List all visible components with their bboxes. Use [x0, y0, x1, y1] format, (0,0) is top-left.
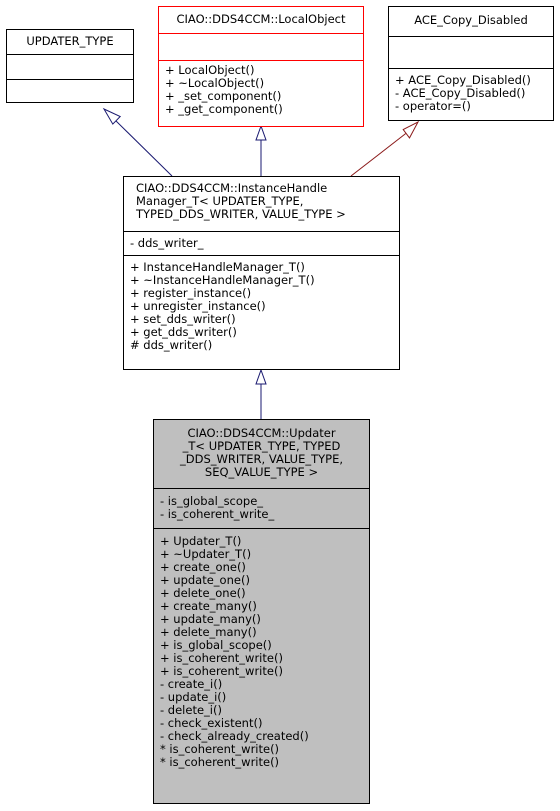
edge-line [350, 130, 410, 177]
class-title: CIAO::DDS4CCM::InstanceHandle Manager_T<… [124, 177, 399, 232]
method-item: + Updater_T() [160, 534, 242, 548]
methods-section: + InstanceHandleManager_T() + ~InstanceH… [124, 256, 399, 369]
method-item: + update_many() [160, 612, 261, 626]
method-item: + ACE_Copy_Disabled() [395, 73, 531, 87]
method-item: - check_already_created() [160, 729, 309, 743]
attributes-section [389, 37, 553, 69]
methods-section: + Updater_T() + ~Updater_T() + create_on… [154, 529, 369, 803]
method-item: - operator=() [395, 99, 471, 113]
method-item: + InstanceHandleManager_T() [130, 260, 305, 274]
edge-updater-to-ihm [255, 368, 267, 419]
methods-section: + ACE_Copy_Disabled() - ACE_Copy_Disable… [389, 69, 553, 120]
edge-ihm-to-updater-type [102, 107, 173, 177]
edge-line [112, 117, 173, 177]
method-item: - delete_i() [160, 703, 222, 717]
method-item: + is_coherent_write() [160, 664, 283, 678]
edge-ihm-to-local-object [255, 124, 267, 176]
method-item: + _set_component() [165, 89, 282, 103]
method-item: + ~LocalObject() [165, 76, 265, 90]
edge-ihm-to-ace-copy-disabled [350, 120, 420, 177]
method-item: + is_global_scope() [160, 638, 272, 652]
class-updater-type[interactable]: UPDATER_TYPE [6, 29, 134, 103]
method-item: + unregister_instance() [130, 299, 266, 313]
method-item: + set_dds_writer() [130, 312, 236, 326]
class-title: ACE_Copy_Disabled [389, 7, 553, 37]
edge-arrowhead [255, 124, 267, 141]
attribute-item: - is_coherent_write_ [160, 507, 275, 521]
method-item: + create_one() [160, 560, 246, 574]
method-item: + register_instance() [130, 286, 252, 300]
method-item: - create_i() [160, 677, 223, 691]
attributes-section: - is_global_scope_ - is_coherent_write_ [154, 489, 369, 529]
class-ace-copy-disabled[interactable]: ACE_Copy_Disabled + ACE_Copy_Disabled() … [388, 6, 554, 121]
methods-section [7, 80, 133, 102]
edge-arrowhead [402, 120, 420, 139]
attribute-item: - dds_writer_ [130, 236, 204, 250]
class-title: CIAO::DDS4CCM::LocalObject [159, 7, 363, 34]
method-item: - update_i() [160, 690, 227, 704]
class-title: UPDATER_TYPE [7, 30, 133, 55]
attribute-item: - is_global_scope_ [160, 494, 264, 508]
class-title: CIAO::DDS4CCM::Updater _T< UPDATER_TYPE,… [154, 420, 369, 489]
method-item: - ACE_Copy_Disabled() [395, 86, 526, 100]
method-item: + delete_many() [160, 625, 257, 639]
edge-arrowhead [102, 107, 122, 125]
method-item: + delete_one() [160, 586, 246, 600]
attributes-section [7, 55, 133, 80]
attributes-section [159, 34, 363, 61]
method-item: + is_coherent_write() [160, 651, 283, 665]
method-item: + LocalObject() [165, 63, 255, 77]
attributes-section: - dds_writer_ [124, 232, 399, 256]
method-item: + create_many() [160, 599, 257, 613]
method-item: * is_coherent_write() [160, 742, 280, 756]
methods-section: + LocalObject() + ~LocalObject() + _set_… [159, 61, 363, 126]
class-instance-handle-manager[interactable]: CIAO::DDS4CCM::InstanceHandle Manager_T<… [123, 176, 400, 370]
method-item: - check_existent() [160, 716, 263, 730]
class-local-object[interactable]: CIAO::DDS4CCM::LocalObject + LocalObject… [158, 6, 364, 127]
method-item: + get_dds_writer() [130, 325, 237, 339]
class-updater[interactable]: CIAO::DDS4CCM::Updater _T< UPDATER_TYPE,… [153, 419, 370, 804]
method-item: + _get_component() [165, 102, 283, 116]
edge-arrowhead [255, 368, 267, 385]
method-item: * is_coherent_write() [160, 755, 280, 769]
method-item: # dds_writer() [130, 338, 213, 352]
method-item: + update_one() [160, 573, 250, 587]
method-item: + ~Updater_T() [160, 547, 252, 561]
method-item: + ~InstanceHandleManager_T() [130, 273, 315, 287]
